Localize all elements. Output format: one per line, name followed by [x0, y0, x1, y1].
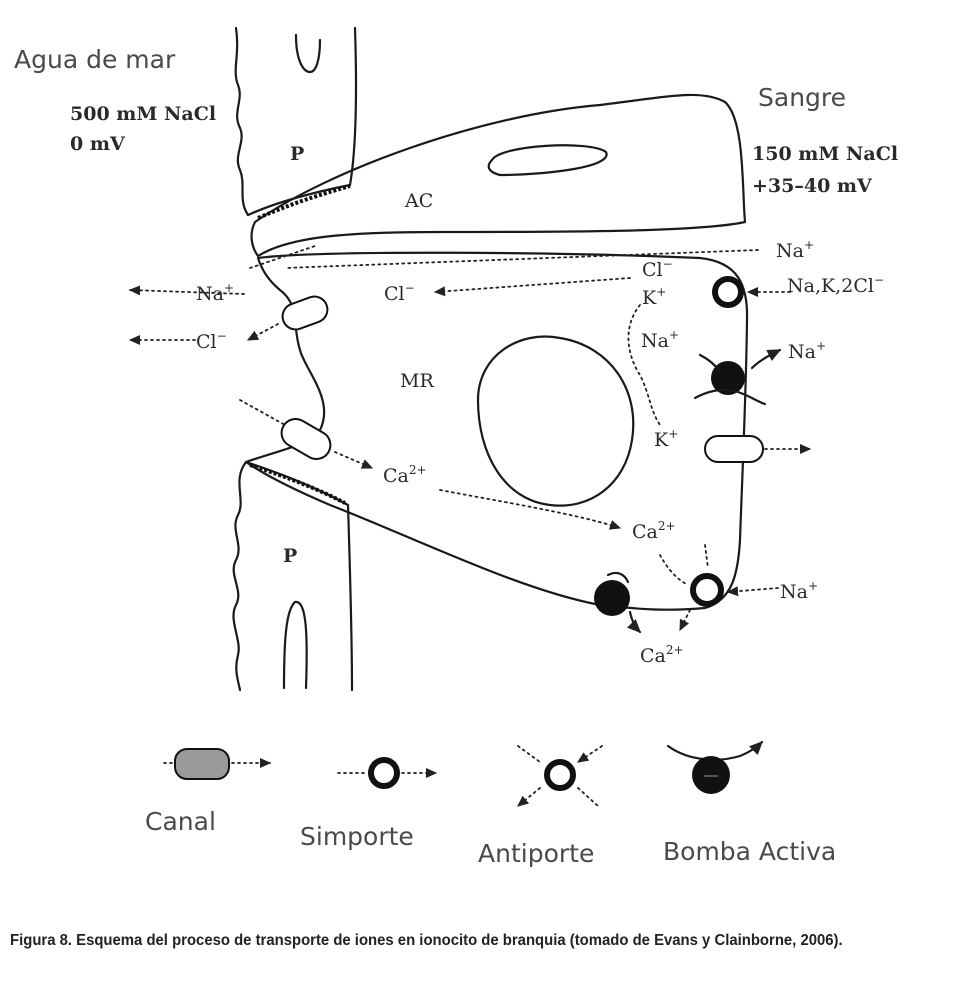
ion-pathways	[128, 249, 812, 632]
seawater-label: Agua de mar	[14, 45, 176, 74]
svg-text:Na+: Na+	[641, 328, 679, 352]
svg-text:Na+: Na+	[788, 339, 826, 363]
svg-text:Cl−: Cl−	[196, 329, 227, 353]
ion-label-ca-cell: Ca2+	[383, 463, 427, 487]
ac-label: AC	[404, 190, 433, 212]
svg-text:Cl−: Cl−	[384, 281, 415, 305]
legend-simporte-icon	[337, 757, 438, 789]
accessory-cell	[250, 93, 747, 258]
blood-concentration: 150 mM NaCl	[752, 143, 898, 165]
svg-text:K+: K+	[654, 427, 678, 451]
svg-text:K+: K+	[642, 285, 666, 309]
blood-label: Sangre	[758, 83, 846, 112]
ion-label-cl-baso: Cl−	[642, 257, 673, 281]
svg-text:Ca2+: Ca2+	[383, 463, 427, 487]
lower-p-label: P	[283, 545, 297, 567]
legend-canal-label: Canal	[145, 807, 216, 836]
lower-pavement-cell	[232, 460, 354, 692]
svg-text:Na+: Na+	[776, 238, 814, 262]
na-ca-antiporter	[690, 573, 724, 607]
legend-bomba-label: Bomba Activa	[663, 837, 836, 866]
legend-bomba-icon	[666, 740, 764, 794]
svg-text:Na+: Na+	[780, 579, 818, 603]
upper-pavement-cell	[234, 26, 358, 217]
ion-label-na-pump-in: Na+	[641, 328, 679, 352]
blood-potential: +35–40 mV	[752, 175, 873, 197]
ion-label-na-pump-out: Na+	[788, 339, 826, 363]
ion-label-nak2cl: Na,K,2Cl−	[787, 273, 884, 297]
ion-label-na-top: Na+	[776, 238, 814, 262]
upper-p-label: P	[290, 143, 304, 165]
cl-channel	[281, 295, 329, 331]
ion-label-na-antiport: Na+	[780, 579, 818, 603]
svg-text:Na+: Na+	[196, 281, 234, 305]
legend-antiporte-label: Antiporte	[478, 839, 594, 868]
svg-text:Ca2+: Ca2+	[632, 519, 676, 543]
ca-pump	[594, 580, 630, 616]
seawater-concentration: 500 mM NaCl	[70, 103, 216, 125]
mr-label: MR	[400, 370, 434, 392]
ion-label-ca-out: Ca2+	[640, 643, 684, 667]
ion-label-ca-baso: Ca2+	[632, 519, 676, 543]
ion-label-k-baso: K+	[642, 285, 666, 309]
ca-channel	[280, 418, 332, 460]
figure-caption: Figura 8. Esquema del proceso de transpo…	[10, 932, 843, 949]
ion-label-na-apical: Na+	[196, 281, 234, 305]
ion-label-cl-apical: Cl−	[196, 329, 227, 353]
svg-text:Ca2+: Ca2+	[640, 643, 684, 667]
ion-label-k-channel: K+	[654, 427, 678, 451]
k-channel	[704, 435, 764, 463]
ion-label-cl-cell: Cl−	[384, 281, 415, 305]
seawater-potential: 0 mV	[70, 133, 126, 155]
legend-simporte-label: Simporte	[300, 822, 414, 851]
legend-antiporte-icon	[517, 745, 603, 807]
svg-text:Cl−: Cl−	[642, 257, 673, 281]
legend-canal-icon	[163, 748, 272, 780]
legend: Canal Simporte Antiporte Bomba Activa	[145, 740, 836, 868]
nakcl-symporter	[712, 276, 744, 308]
svg-text:Na,K,2Cl−: Na,K,2Cl−	[787, 273, 884, 297]
